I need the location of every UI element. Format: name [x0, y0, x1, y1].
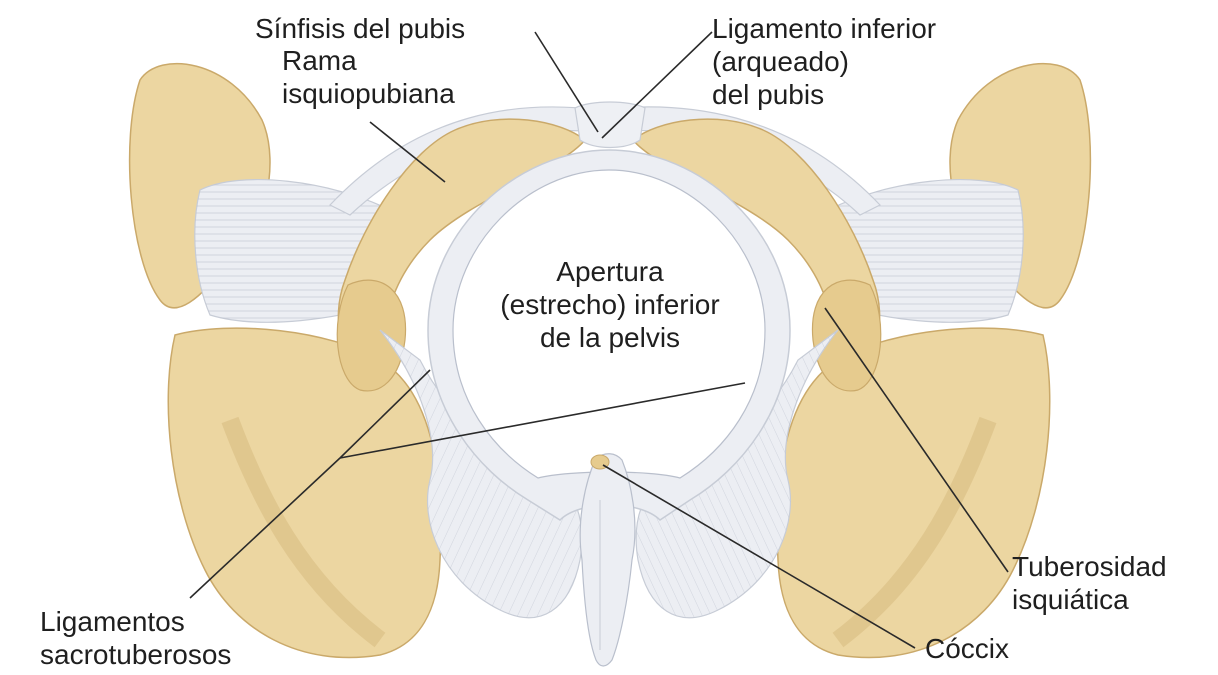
- label-tuberosidad-isquiatica: Tuberosidad isquiática: [1012, 550, 1167, 616]
- pubic-symphysis: [575, 102, 645, 148]
- right-iliac-wing: [777, 328, 1050, 657]
- coccyx-bone: [580, 454, 635, 666]
- label-sinfisis-pubis: Sínfisis del pubis: [255, 12, 465, 45]
- label-coccix: Cóccix: [925, 632, 1009, 665]
- label-ligamentos-sacrotuberosos: Ligamentos sacrotuberosos: [40, 605, 231, 671]
- label-rama-isquiopubiana: Rama isquiopubiana: [282, 44, 455, 110]
- label-ligamento-inferior-pubis: Ligamento inferior (arqueado) del pubis: [712, 12, 936, 111]
- label-apertura-inferior-pelvis: Apertura (estrecho) inferior de la pelvi…: [470, 255, 750, 354]
